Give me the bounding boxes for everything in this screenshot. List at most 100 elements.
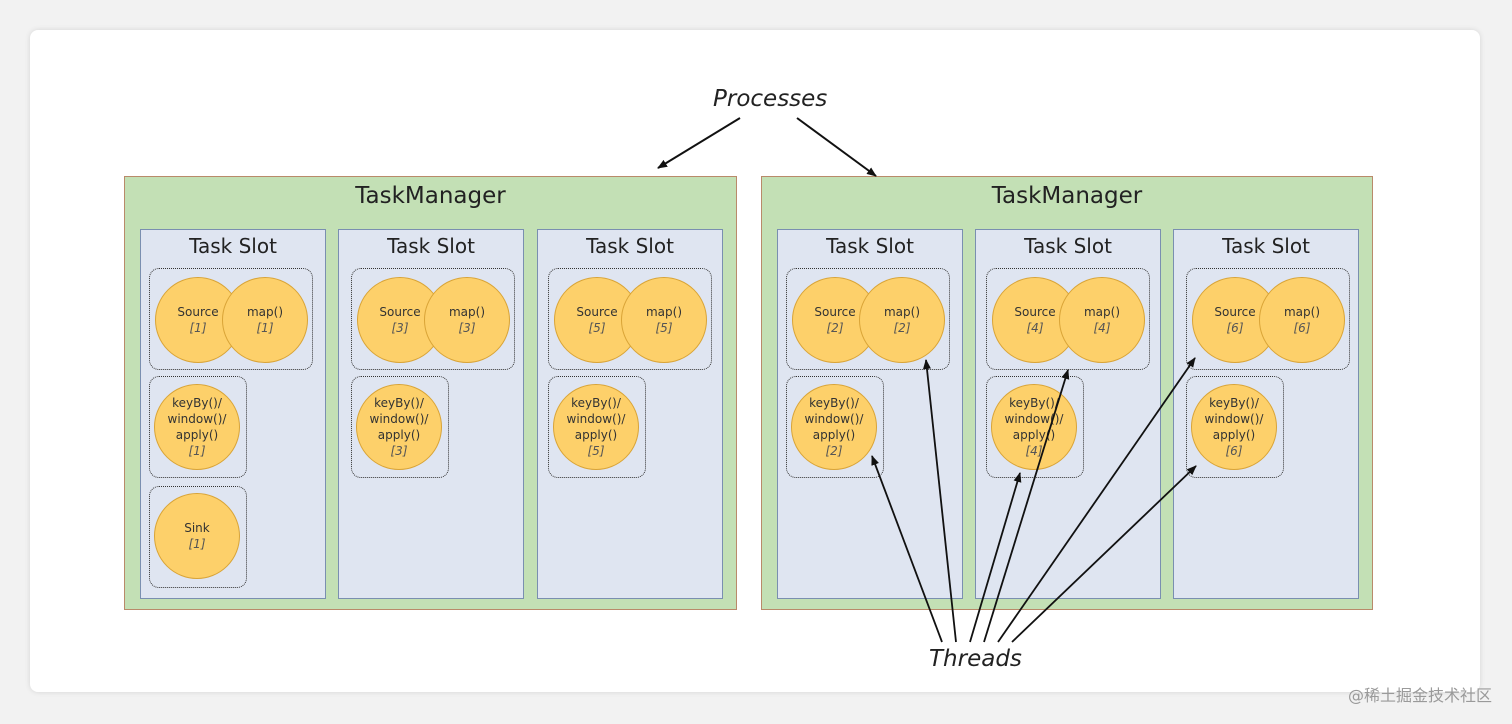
- operator-name: window()/: [1204, 412, 1264, 426]
- process-arrow-right: [796, 117, 877, 177]
- map-operator: map() [1]: [222, 277, 308, 363]
- keyby-window-apply-operator: keyBy()/ window()/ apply() [3]: [356, 384, 442, 470]
- watermark: @稀土掘金技术社区: [1347, 686, 1492, 705]
- keyby-group: keyBy()/ window()/ apply() [3]: [351, 376, 449, 478]
- map-operator: map() [5]: [621, 277, 707, 363]
- operator-chain-group: Source [2] map() [2]: [786, 268, 950, 370]
- operator-name: window()/: [369, 412, 429, 426]
- operator-index: [6]: [1226, 321, 1244, 335]
- operator-name: Source: [1014, 305, 1056, 319]
- operator-index: [3]: [390, 444, 408, 458]
- operator-index: [3]: [391, 321, 409, 335]
- keyby-window-apply-operator: keyBy()/ window()/ apply() [2]: [791, 384, 877, 470]
- task-slot-3: Task Slot Source [3] map() [3] keyBy()/ …: [338, 229, 524, 599]
- operator-name: map(): [883, 305, 921, 319]
- operator-index: [5]: [655, 321, 673, 335]
- operator-name: window()/: [566, 412, 626, 426]
- operator-chain-group: Source [3] map() [3]: [351, 268, 515, 370]
- taskmanager-title: TaskManager: [355, 183, 506, 209]
- task-slot-title: Task Slot: [586, 234, 674, 258]
- process-arrow-left: [657, 117, 741, 169]
- operator-index: [1]: [188, 537, 206, 551]
- operator-name: keyBy()/: [571, 396, 621, 410]
- operator-name: keyBy()/: [172, 396, 222, 410]
- operator-name: window()/: [167, 412, 227, 426]
- operator-chain-group: Source [4] map() [4]: [986, 268, 1150, 370]
- operator-name: window()/: [804, 412, 864, 426]
- operator-index: [1]: [189, 321, 207, 335]
- operator-name: map(): [246, 305, 284, 319]
- operator-chain-group: Source [5] map() [5]: [548, 268, 712, 370]
- task-slot-title: Task Slot: [826, 234, 914, 258]
- operator-index: [3]: [458, 321, 476, 335]
- operator-index: [4]: [1026, 321, 1044, 335]
- operator-index: [4]: [1025, 444, 1043, 458]
- thread-arrow: [1011, 465, 1197, 643]
- operator-name: apply(): [812, 428, 856, 442]
- operator-name: apply(): [175, 428, 219, 442]
- operator-name: map(): [1283, 305, 1321, 319]
- task-slot-title: Task Slot: [387, 234, 475, 258]
- keyby-group: keyBy()/ window()/ apply() [5]: [548, 376, 646, 478]
- task-slot-title: Task Slot: [1222, 234, 1310, 258]
- map-operator: map() [3]: [424, 277, 510, 363]
- map-operator: map() [2]: [859, 277, 945, 363]
- operator-name: Sink: [184, 521, 210, 535]
- operator-index: [6]: [1293, 321, 1311, 335]
- map-operator: map() [4]: [1059, 277, 1145, 363]
- keyby-group: keyBy()/ window()/ apply() [1]: [149, 376, 247, 478]
- operator-index: [2]: [893, 321, 911, 335]
- operator-name: Source: [1214, 305, 1256, 319]
- keyby-window-apply-operator: keyBy()/ window()/ apply() [5]: [553, 384, 639, 470]
- keyby-group: keyBy()/ window()/ apply() [2]: [786, 376, 884, 478]
- operator-name: keyBy()/: [1209, 396, 1259, 410]
- thread-arrow: [983, 369, 1070, 643]
- taskmanager-title: TaskManager: [991, 183, 1143, 209]
- keyby-window-apply-operator: keyBy()/ window()/ apply() [1]: [154, 384, 240, 470]
- thread-arrow: [922, 359, 957, 643]
- operator-name: keyBy()/: [809, 396, 859, 410]
- sink-group: Sink [1]: [149, 486, 247, 588]
- operator-name: map(): [448, 305, 486, 319]
- thread-arrow: [871, 455, 943, 643]
- operator-name: apply(): [574, 428, 618, 442]
- operator-index: [5]: [588, 321, 606, 335]
- operator-index: [6]: [1225, 444, 1243, 458]
- processes-label: Processes: [713, 86, 828, 112]
- operator-name: map(): [645, 305, 683, 319]
- operator-name: Source: [814, 305, 856, 319]
- task-slot-6: Task Slot Source [6] map() [6] keyBy()/ …: [1173, 229, 1359, 599]
- operator-chain-group: Source [1] map() [1]: [149, 268, 313, 370]
- thread-arrow: [969, 472, 1022, 643]
- operator-name: map(): [1083, 305, 1121, 319]
- keyby-group: keyBy()/ window()/ apply() [6]: [1186, 376, 1284, 478]
- task-slot-title: Task Slot: [189, 234, 277, 258]
- operator-index: [4]: [1093, 321, 1111, 335]
- keyby-window-apply-operator: keyBy()/ window()/ apply() [6]: [1191, 384, 1277, 470]
- task-slot-title: Task Slot: [1024, 234, 1112, 258]
- operator-index: [2]: [826, 321, 844, 335]
- map-operator: map() [6]: [1259, 277, 1345, 363]
- task-slot-4: Task Slot Source [4] map() [4] keyBy()/ …: [975, 229, 1161, 599]
- operator-index: [2]: [825, 444, 843, 458]
- operator-name: keyBy()/: [1009, 396, 1059, 410]
- sink-operator: Sink [1]: [154, 493, 240, 579]
- operator-name: window()/: [1004, 412, 1064, 426]
- operator-name: Source: [576, 305, 618, 319]
- operator-name: apply(): [1212, 428, 1256, 442]
- keyby-group: keyBy()/ window()/ apply() [4]: [986, 376, 1084, 478]
- task-slot-5: Task Slot Source [5] map() [5] keyBy()/ …: [537, 229, 723, 599]
- operator-chain-group: Source [6] map() [6]: [1186, 268, 1350, 370]
- taskmanager-1: TaskManager Task Slot Source [1] map() […: [124, 176, 737, 610]
- operator-name: Source: [177, 305, 219, 319]
- operator-index: [5]: [587, 444, 605, 458]
- operator-name: keyBy()/: [374, 396, 424, 410]
- operator-name: Source: [379, 305, 421, 319]
- operator-index: [1]: [188, 444, 206, 458]
- keyby-window-apply-operator: keyBy()/ window()/ apply() [4]: [991, 384, 1077, 470]
- thread-arrow: [997, 357, 1196, 643]
- operator-name: apply(): [1012, 428, 1056, 442]
- threads-label: Threads: [929, 646, 1022, 672]
- taskmanager-2: TaskManager Task Slot Source [2] map() […: [761, 176, 1373, 610]
